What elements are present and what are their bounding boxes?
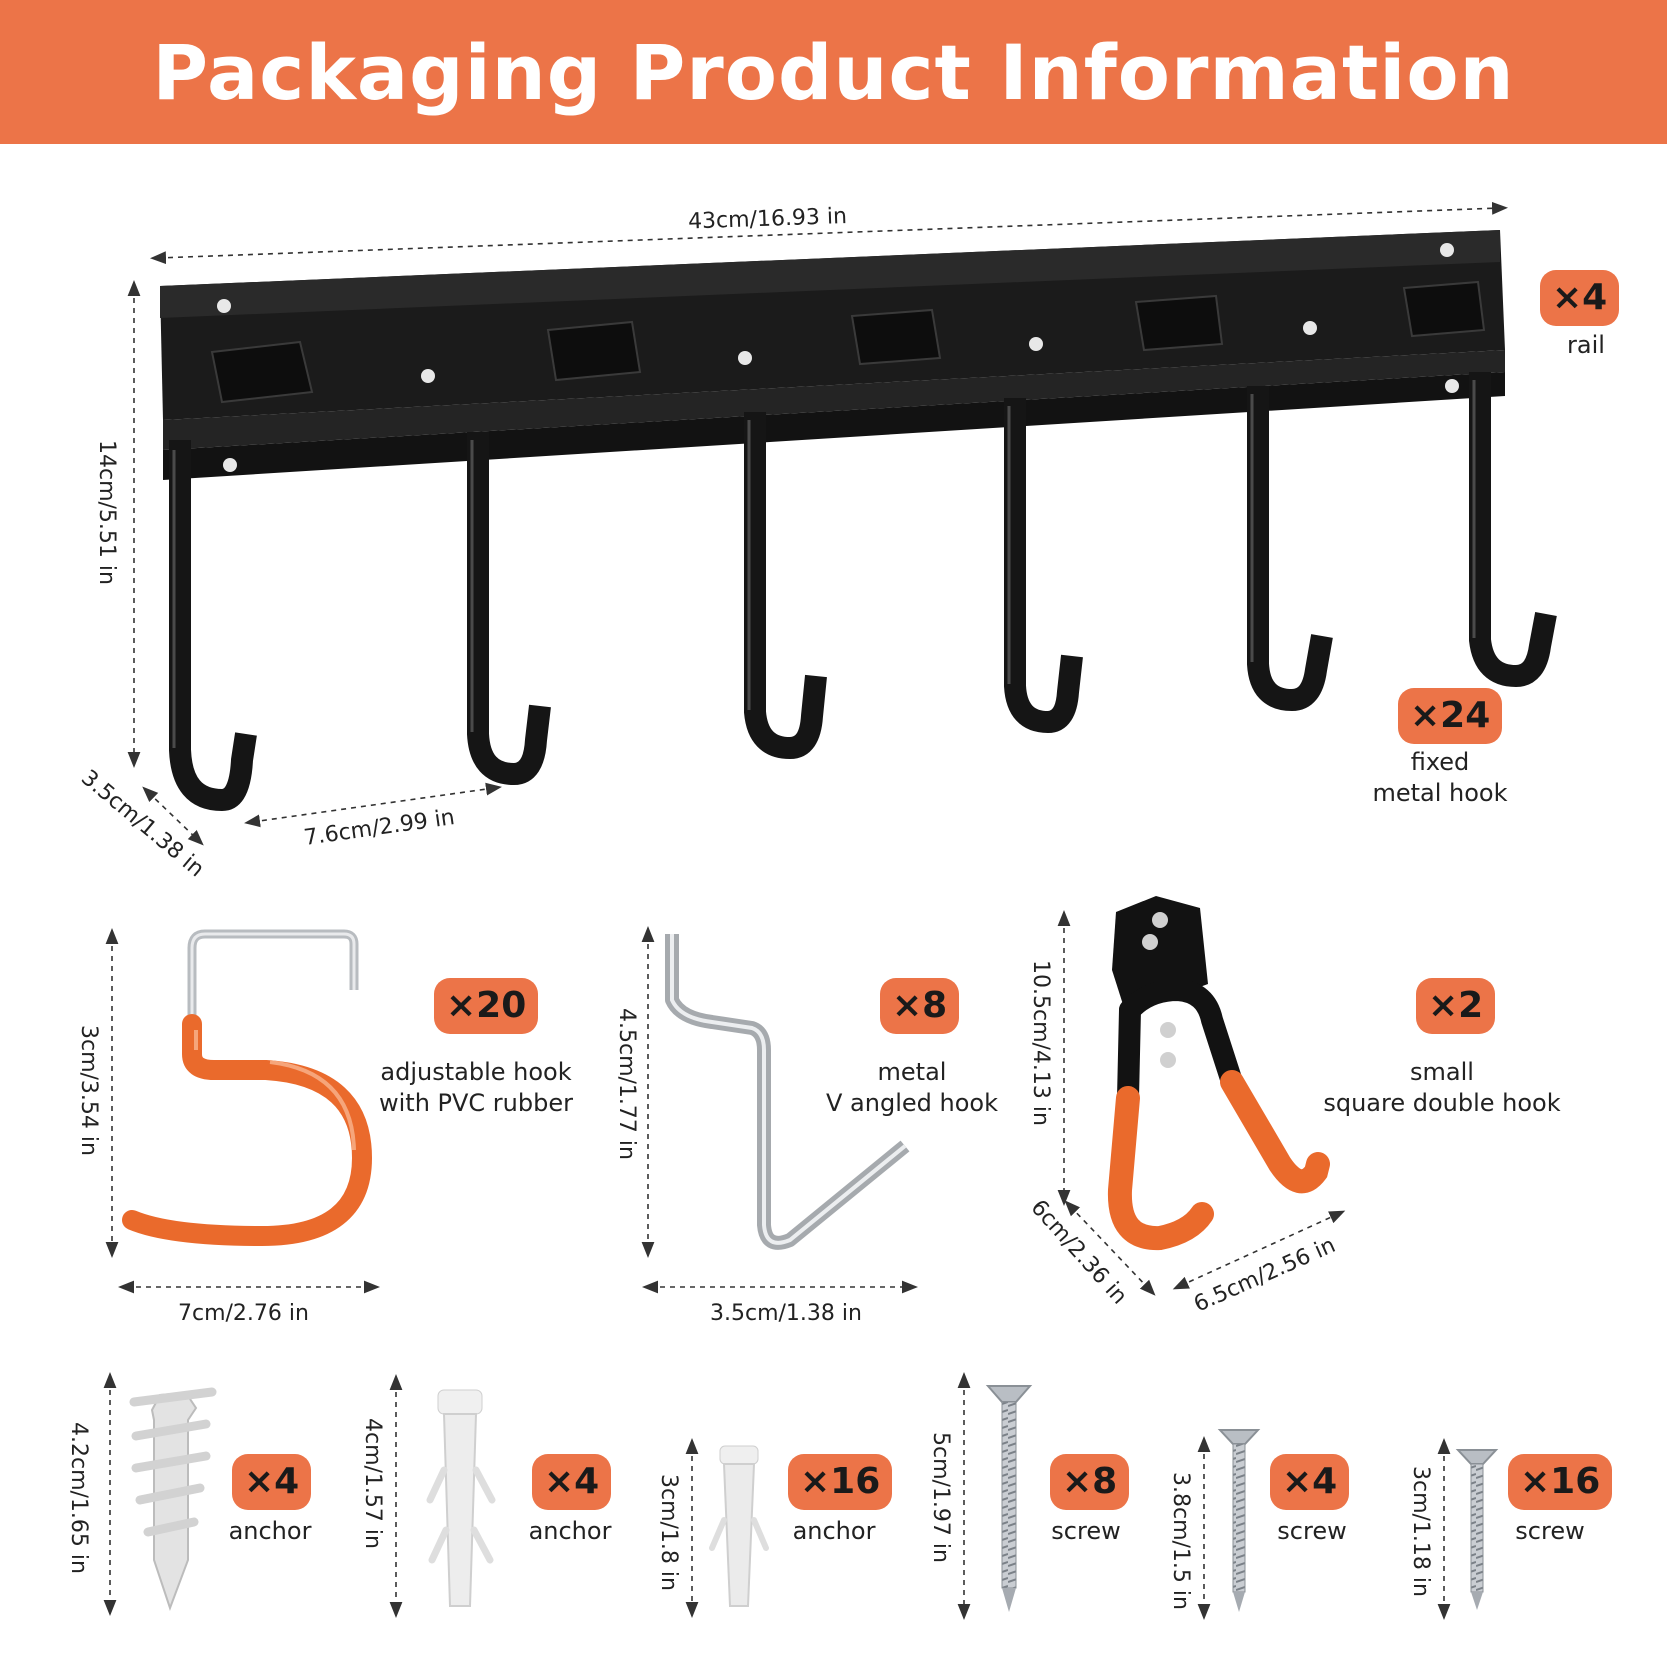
fixed-hook-6 xyxy=(1469,372,1557,687)
hardware-5-name: screw xyxy=(1277,1517,1347,1545)
rail-holes xyxy=(217,243,1459,472)
hardware-3-name: anchor xyxy=(792,1517,876,1545)
rail-lower-bar xyxy=(163,372,1505,480)
fixed-hook-4 xyxy=(1004,398,1083,733)
hardware-dimensions: 4.2cm/1.65 in 4cm/1.57 in 3cm/1.8 in 5cm… xyxy=(66,1372,1451,1620)
rail-with-hooks: 43cm/16.93 in 14cm/5.51 in 3.5cm/1.38 in… xyxy=(76,201,1557,882)
double-hook-width-label: 6.5cm/2.56 in xyxy=(1190,1233,1339,1318)
fixed-hook-highlights xyxy=(172,380,1476,748)
screw-1-illustration xyxy=(985,1385,1033,1612)
double-hook-illustration: 10.5cm/4.13 in 6cm/2.36 in 6.5cm/2.56 in xyxy=(1026,896,1346,1318)
anchor-3-illustration xyxy=(709,1445,769,1607)
adjustable-hook-quantity-badge: ×20 xyxy=(434,978,539,1034)
rail-clips xyxy=(210,280,1486,404)
fixed-hook-1 xyxy=(169,440,257,811)
rail-top-flange xyxy=(160,230,1500,318)
hardware-6-size: 3cm/1.18 in xyxy=(1408,1466,1433,1597)
fixed-hook-3 xyxy=(744,412,827,759)
adjustable-hook-height-label: 3cm/3.54 in xyxy=(76,1025,101,1156)
v-hook-height-label: 4.5cm/1.77 in xyxy=(614,1008,639,1160)
screw-3-illustration xyxy=(1455,1449,1499,1610)
double-hook-width-dimension xyxy=(1172,1210,1346,1290)
hardware-4-size: 5cm/1.97 in xyxy=(928,1432,953,1563)
header-banner: Packaging Product Information xyxy=(0,0,1667,144)
adjustable-hook-wire xyxy=(187,929,359,1024)
v-hook-quantity-badge: ×8 xyxy=(880,978,960,1034)
double-hook-height-label: 10.5cm/4.13 in xyxy=(1028,960,1053,1126)
fixed-hook-5 xyxy=(1247,386,1333,711)
adjustable-hook-name-line1: adjustable hook xyxy=(380,1058,572,1086)
v-hook-name-line2: V angled hook xyxy=(826,1089,998,1117)
page-title: Packaging Product Information xyxy=(152,27,1515,117)
hardware-2-quantity-badge: ×4 xyxy=(532,1454,612,1510)
double-hook-arms xyxy=(1119,978,1243,1093)
double-hook-name-line1: small xyxy=(1410,1058,1474,1086)
screw-2-illustration xyxy=(1217,1429,1261,1612)
fixed-hook-name-line2: metal hook xyxy=(1372,779,1508,807)
double-hook-rubber-right xyxy=(1220,1070,1330,1194)
fixed-metal-hooks xyxy=(169,372,1557,811)
rail-name-label: rail xyxy=(1567,331,1605,359)
adjustable-hook-illustration: 3cm/3.54 in 7cm/2.76 in xyxy=(76,928,380,1326)
v-hook-name-line1: metal xyxy=(877,1058,947,1086)
adjustable-hook-width-label: 7cm/2.76 in xyxy=(178,1301,309,1326)
rail-depth-dimension xyxy=(142,786,204,846)
anchor-2-illustration xyxy=(426,1389,496,1607)
fixed-hook-2 xyxy=(467,432,551,785)
hook-spacing-dimension xyxy=(244,782,502,828)
fixed-hook-name-line1: fixed xyxy=(1410,748,1470,776)
hardware-4-quantity-badge: ×8 xyxy=(1050,1454,1130,1510)
hardware-4-name: screw xyxy=(1051,1517,1121,1545)
hardware-5-size: 3.8cm/1.5 in xyxy=(1168,1472,1193,1610)
hardware-3-quantity-badge: ×16 xyxy=(788,1454,893,1510)
v-hook-width-label: 3.5cm/1.38 in xyxy=(710,1301,862,1326)
double-hook-rubber-left xyxy=(1107,1086,1214,1251)
rail-width-label: 43cm/16.93 in xyxy=(688,204,848,235)
hardware-1-quantity-badge: ×4 xyxy=(232,1454,312,1510)
v-angled-hook-illustration: 4.5cm/1.77 in 3.5cm/1.38 in xyxy=(614,926,918,1326)
hardware-6-name: screw xyxy=(1515,1517,1585,1545)
hardware-2-name: anchor xyxy=(528,1517,612,1545)
rail-quantity-badge: ×4 xyxy=(1540,270,1620,326)
fixed-hook-quantity-badge: ×24 xyxy=(1398,688,1503,744)
anchor-1-illustration xyxy=(129,1387,217,1611)
hardware-3-size: 3cm/1.8 in xyxy=(656,1474,681,1591)
rail-width-dimension xyxy=(150,201,1508,265)
rail-height-label: 14cm/5.51 in xyxy=(94,440,119,585)
double-hook-quantity-badge: ×2 xyxy=(1416,978,1496,1034)
double-hook-name-line2: square double hook xyxy=(1323,1089,1561,1117)
adjustable-hook-name-line2: with PVC rubber xyxy=(378,1089,573,1117)
hardware-5-quantity-badge: ×4 xyxy=(1270,1454,1350,1510)
hardware-1-name: anchor xyxy=(228,1517,312,1545)
hardware-1-size: 4.2cm/1.65 in xyxy=(66,1422,91,1574)
hardware-2-size: 4cm/1.57 in xyxy=(360,1418,385,1549)
hardware-6-quantity-badge: ×16 xyxy=(1508,1454,1613,1510)
adjustable-hook-rubber xyxy=(122,1014,373,1247)
